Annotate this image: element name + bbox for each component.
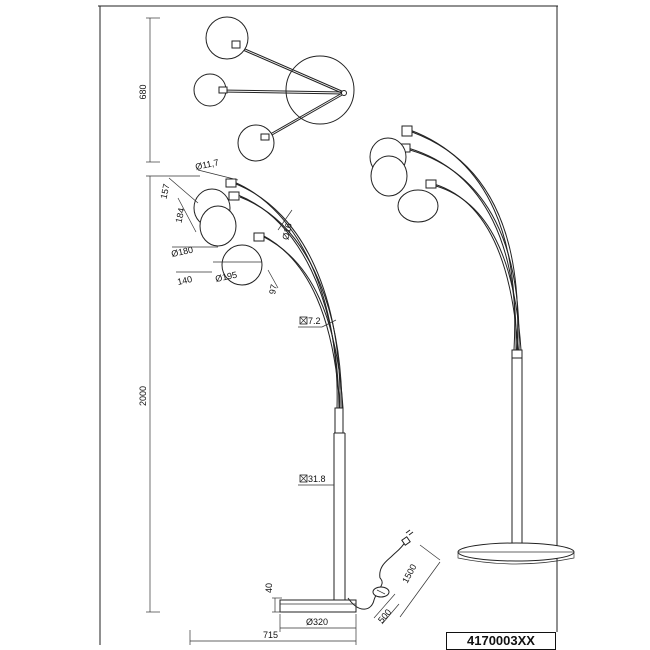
top-shade-3: [237, 124, 275, 162]
shade-right-2: [370, 155, 408, 197]
dim-72-label: 7.2: [308, 316, 321, 326]
top-shade-1: [205, 16, 249, 60]
dim-40-label: 40: [264, 583, 274, 593]
dim-tube-16: Ø16: [280, 222, 293, 241]
shade-left-3: [221, 244, 263, 286]
top-view: [193, 16, 355, 162]
top-base: [285, 55, 355, 125]
dim-320: Ø320: [279, 614, 357, 632]
dim-40: 40: [264, 583, 282, 613]
product-code: 4170003XX: [446, 632, 556, 650]
dim-680: 680: [138, 17, 160, 163]
shade-left-2: [199, 205, 237, 247]
dim-318: 31.8: [298, 474, 334, 486]
pole-upper-right: [511, 349, 523, 359]
dim-715: 715: [189, 630, 357, 645]
pole-upper: [334, 407, 344, 434]
cable-switch: [347, 529, 414, 610]
base-left: [279, 599, 357, 613]
shade-dimensions: Ø11,7 157 184 Ø180 140 Ø195 97 Ø16: [159, 157, 294, 295]
dim-318-label: 31.8: [308, 474, 326, 484]
dim-500-label: 500: [376, 607, 393, 625]
dim-140: 140: [176, 274, 193, 287]
drawing-frame: [98, 5, 558, 645]
dim-320-label: Ø320: [306, 617, 328, 627]
dim-1500: 1500: [399, 544, 441, 618]
side-view-left: [193, 178, 357, 613]
dim-157: 157: [159, 183, 172, 200]
dim-1500-label: 1500: [400, 562, 418, 584]
dim-tube-117: Ø11,7: [194, 157, 219, 172]
side-view-right: [369, 125, 575, 565]
shade-right-3: [397, 189, 439, 223]
dim-72: 7.2: [298, 316, 337, 328]
dim-2000-label: 2000: [138, 386, 148, 406]
dim-180: Ø180: [170, 245, 194, 259]
dim-500: 500: [373, 593, 400, 625]
dim-2000: 2000: [138, 175, 200, 613]
dim-680-label: 680: [138, 84, 148, 99]
dim-195: Ø195: [214, 270, 238, 284]
dim-715-label: 715: [263, 630, 278, 640]
dim-97: 97: [267, 283, 279, 295]
dim-184: 184: [174, 207, 187, 224]
